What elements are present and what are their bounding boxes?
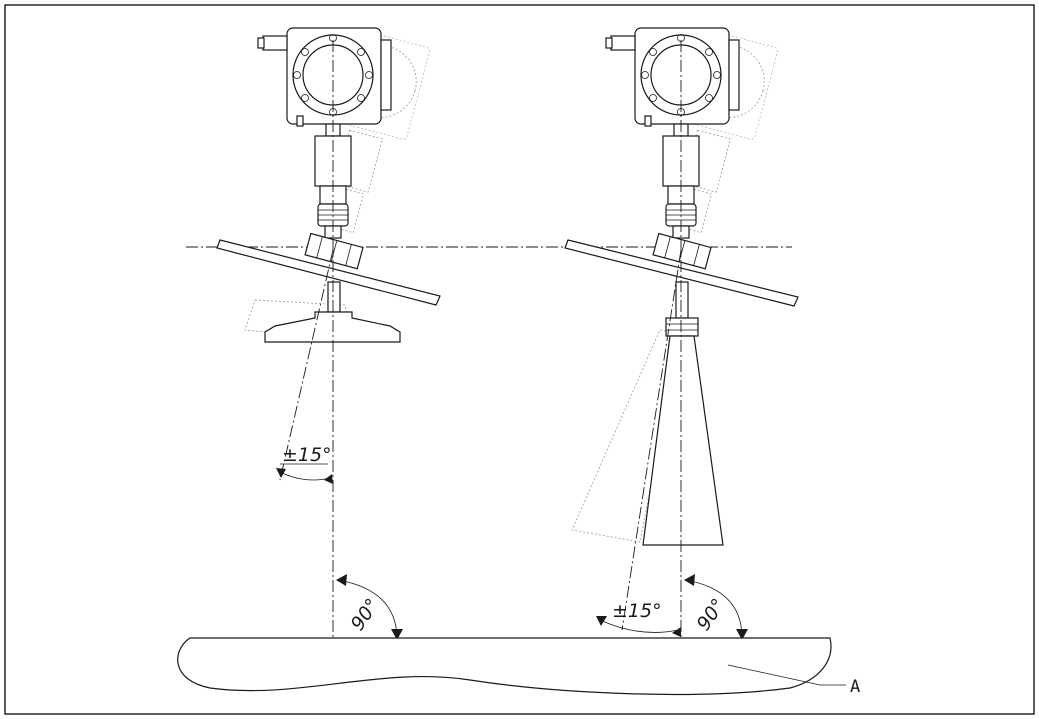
right-tilt-arc: [599, 619, 679, 633]
left-planar-antenna: [264, 311, 401, 343]
left-right-angle-label: 90°: [347, 595, 384, 635]
right-cable-gland: [610, 35, 636, 51]
product-surface: [177, 637, 832, 696]
right-right-angle-label: 90°: [693, 595, 730, 635]
left-instrument: ±15° 90°: [216, 27, 441, 640]
left-right-angle-arc: [337, 579, 398, 637]
left-tilt-label: ±15°: [282, 444, 332, 466]
left-cable-gland: [262, 35, 288, 51]
surface-label: A: [850, 677, 860, 697]
border-frame: [4, 4, 1035, 715]
right-stem: [675, 281, 689, 319]
surface-leader: [727, 664, 821, 686]
right-instrument: ±15° 90°: [564, 27, 799, 640]
right-tilt-label: ±15°: [612, 600, 662, 622]
left-flange-nut: [304, 232, 364, 270]
right-flange-plate: [564, 239, 799, 307]
left-tilt-arc: [279, 471, 331, 481]
right-right-angle-arc: [685, 579, 743, 637]
left-flange-plate: [216, 239, 441, 306]
right-horn-antenna: [642, 335, 724, 546]
left-stem: [327, 281, 341, 313]
right-coupler: [665, 317, 699, 337]
right-tilt-axis: [621, 249, 682, 631]
left-tilt-axis: [279, 249, 334, 481]
